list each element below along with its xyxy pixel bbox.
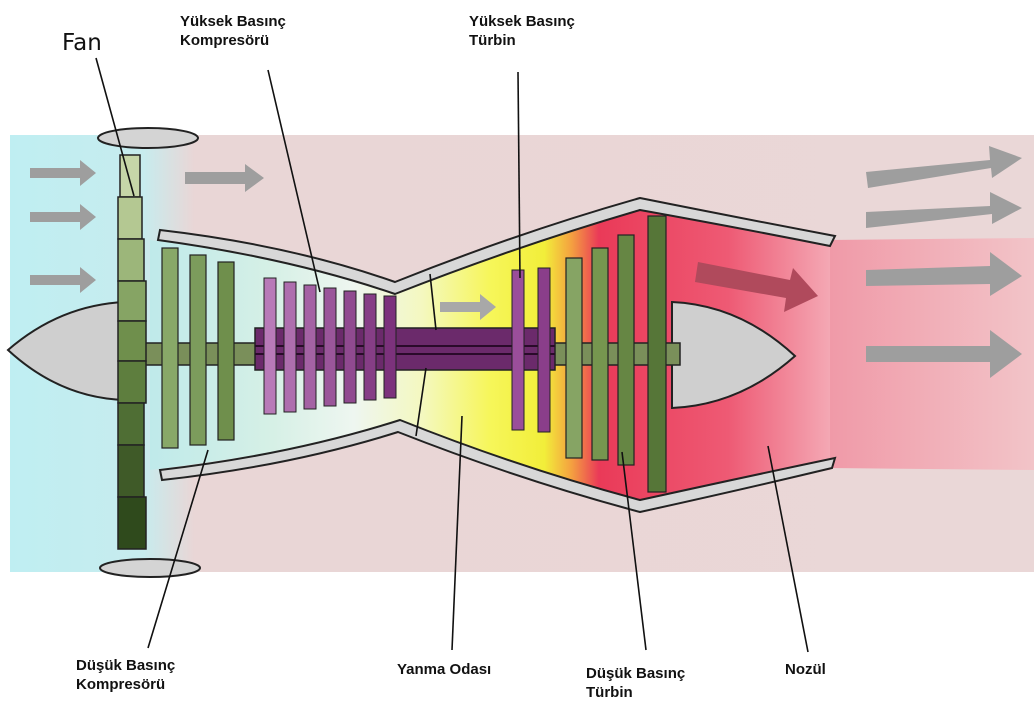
hp-turbine-label: Yüksek Basınç Türbin <box>469 12 575 50</box>
hp-turbine-label-line-1: Yüksek Basınç <box>469 12 575 31</box>
lp-compressor-label-line-2: Kompresörü <box>76 675 175 694</box>
hp-compressor-label-line-2: Kompresörü <box>180 31 286 50</box>
hp-compressor-label: Yüksek Basınç Kompresörü <box>180 12 286 50</box>
nacelle-lower-lip <box>100 559 200 577</box>
hp-turbine-label-line-2: Türbin <box>469 31 575 50</box>
lp-turbine-label: Düşük Basınç Türbin <box>586 664 685 702</box>
fan-label: Fan <box>62 30 102 56</box>
fan-blade <box>118 155 146 549</box>
hp-compressor-stages <box>264 278 396 414</box>
high-pressure-shaft <box>255 328 555 370</box>
hp-compressor-label-line-1: Yüksek Basınç <box>180 12 286 31</box>
lp-turbine-label-line-2: Türbin <box>586 683 685 702</box>
nozzle-label: Nozül <box>785 660 826 679</box>
lp-compressor-stages <box>162 248 234 448</box>
lp-turbine-label-line-1: Düşük Basınç <box>586 664 685 683</box>
nacelle-upper-lip <box>98 128 198 148</box>
combustor-label: Yanma Odası <box>397 660 491 679</box>
lp-compressor-label: Düşük Basınç Kompresörü <box>76 656 175 694</box>
lp-compressor-label-line-1: Düşük Basınç <box>76 656 175 675</box>
